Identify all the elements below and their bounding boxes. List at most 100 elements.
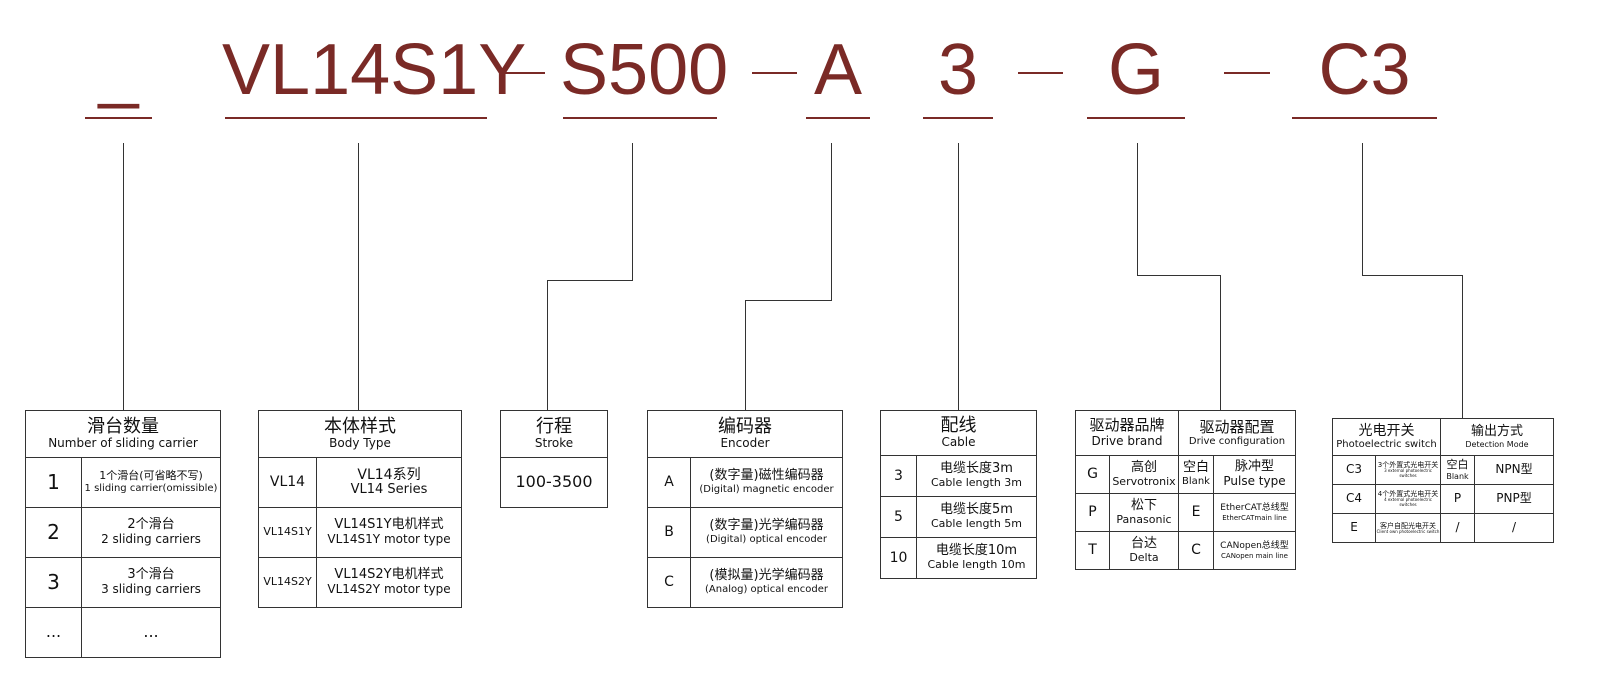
connector (745, 300, 832, 301)
code: VL14 (258, 457, 317, 508)
table-row: C(模拟量)光学编码器(Analog) optical encoder (647, 557, 843, 608)
zh: (数字量)磁性编码器 (709, 468, 824, 484)
cen: EtherCATmain line (1222, 513, 1287, 522)
cen: Pulse type (1223, 474, 1286, 489)
code: 3 (880, 455, 917, 497)
table-row: B(数字量)光学编码器(Digital) optical encoder (647, 507, 843, 558)
underline (1292, 117, 1437, 119)
title: 滑台数量 (87, 415, 159, 437)
connector (1137, 143, 1138, 275)
czh: EtherCAT总线型 (1220, 503, 1289, 514)
subtitle: Body Type (329, 436, 391, 451)
config-title: 驱动器配置 (1199, 417, 1275, 436)
zh: 高创 (1130, 459, 1157, 475)
en: Client own photoelectric switch (1376, 528, 1440, 534)
connector (1220, 275, 1221, 410)
en: (Digital) optical encoder (706, 534, 827, 546)
en: Servotronix (1112, 474, 1176, 488)
en: (Digital) magnetic encoder (699, 484, 834, 496)
underline (225, 117, 487, 119)
en: 2 sliding carriers (101, 532, 201, 547)
dash (500, 72, 545, 74)
code-photo: C3 (1318, 30, 1411, 110)
en: 3 sliding carriers (101, 582, 201, 597)
connector (547, 280, 548, 410)
code: 10 (880, 537, 917, 579)
mcode-en: Blank (1446, 471, 1469, 481)
code: 1 (25, 457, 82, 508)
zh: 3个外置式光电开关 (1377, 461, 1439, 470)
connector (1362, 143, 1363, 275)
zh: 4个外置式光电开关 (1377, 490, 1439, 499)
mode: PNP型 (1474, 484, 1554, 514)
stroke-range: 100-3500 (500, 457, 608, 508)
czh: CANopen总线型 (1220, 541, 1289, 552)
en: 3 external photoelectric switches (1384, 468, 1432, 479)
code: C (647, 557, 691, 608)
en: 1 sliding carrier(omissible) (84, 483, 218, 495)
code: T (1075, 531, 1110, 570)
connector (123, 143, 124, 410)
zh: 1个滑台(可省略不写) (99, 469, 203, 483)
en: VL14S1Y motor type (327, 532, 451, 547)
code-body: VL14S1Y (222, 30, 527, 110)
mcode: / (1440, 513, 1475, 543)
dash (1224, 72, 1270, 74)
zh: 客户自配光电开关 (1380, 521, 1436, 530)
subtitle: Photoelectric switch (1336, 439, 1437, 451)
code-slider-count: _ (98, 30, 139, 110)
code-stroke: S500 (560, 30, 729, 110)
en: Cable length 5m (931, 517, 1022, 531)
title: 配线 (940, 414, 977, 436)
ccode-en: Blank (1182, 476, 1210, 488)
dash (1018, 72, 1063, 74)
zh: (模拟量)光学编码器 (709, 568, 824, 584)
connector (358, 143, 359, 410)
code: 5 (880, 496, 917, 538)
ccode: C (1178, 531, 1214, 570)
code: C3 (1332, 455, 1376, 485)
zh: ... (81, 607, 221, 658)
code: B (647, 507, 691, 558)
zh: 电缆长度3m (940, 461, 1013, 477)
zh: 电缆长度10m (935, 543, 1018, 559)
ccode: 空白 (1182, 460, 1209, 476)
connector (632, 143, 633, 280)
code: E (1332, 513, 1376, 543)
en: Cable length 10m (927, 558, 1026, 572)
connector (831, 143, 832, 300)
title: 光电开关 (1358, 423, 1415, 440)
code: 3 (25, 557, 82, 608)
code: ... (25, 607, 82, 658)
code: G (1075, 455, 1110, 494)
en: Cable length 3m (931, 476, 1022, 490)
zh: VL14系列 (357, 466, 421, 483)
zh: 电缆长度5m (940, 502, 1013, 518)
cen: CANopen main line (1221, 551, 1288, 560)
code: VL14S2Y (258, 557, 317, 608)
en: Panasonic (1116, 512, 1172, 526)
connector (547, 280, 633, 281)
code-drive: G (1107, 30, 1164, 110)
table-row: 1 1个滑台(可省略不写)1 sliding carrier(omissible) (25, 457, 221, 508)
zh: 松下 (1130, 497, 1157, 513)
title: 编码器 (718, 415, 772, 437)
connector (958, 143, 959, 410)
mode: / (1474, 513, 1554, 543)
underline (923, 117, 993, 119)
underline (85, 117, 152, 119)
underline (1087, 117, 1185, 119)
